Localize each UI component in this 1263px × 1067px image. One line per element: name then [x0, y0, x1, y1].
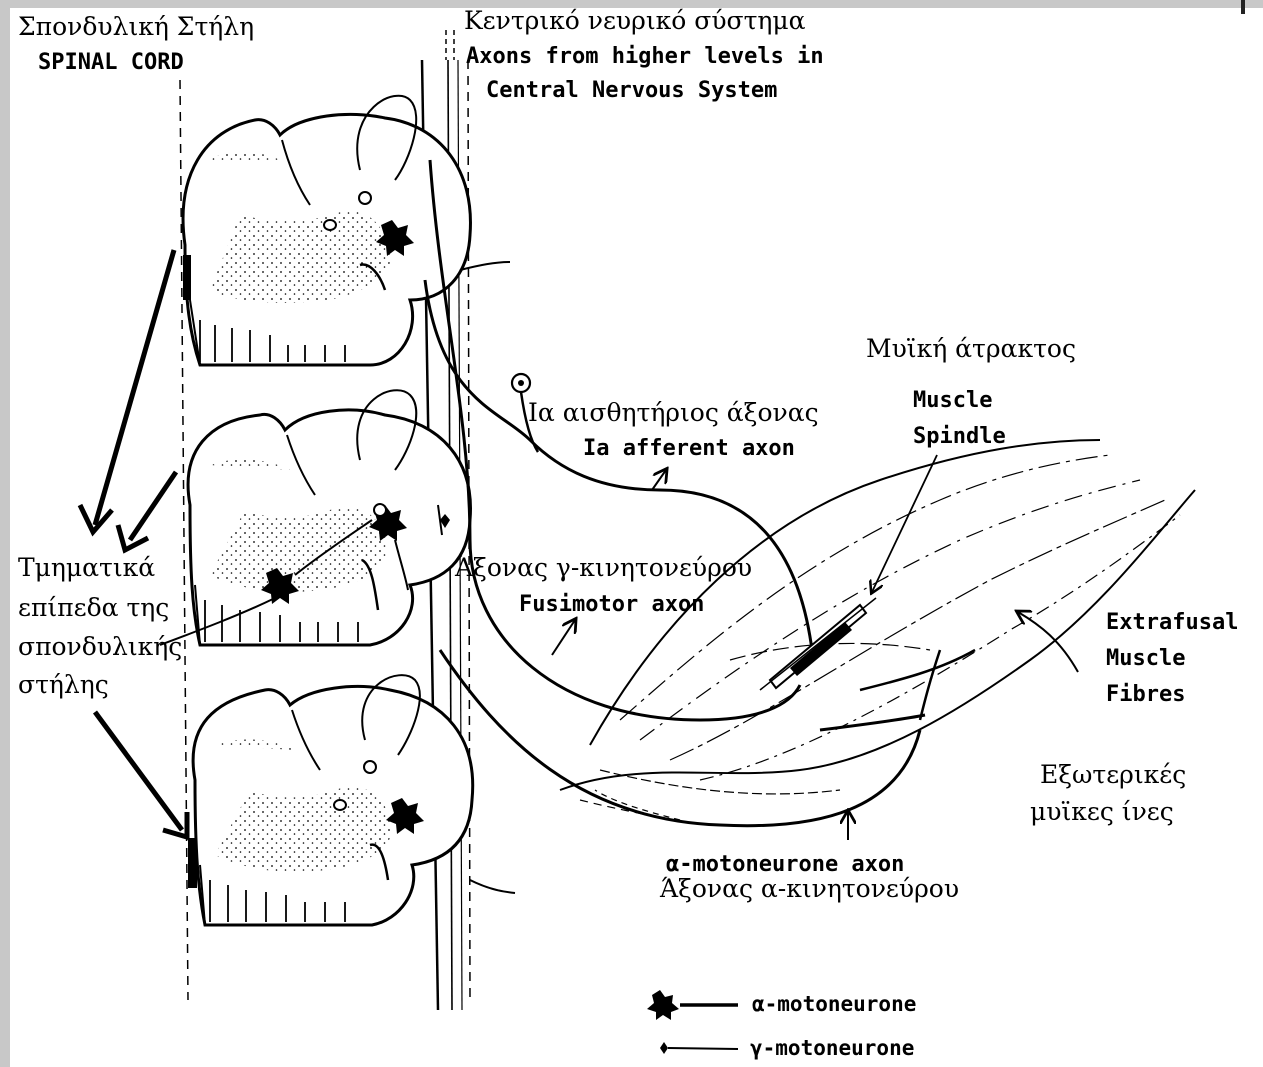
spinal-cord-label-gr: Σπονδυλική Στήλη	[18, 12, 254, 41]
extrafusal-label-en-3: Fibres	[1106, 682, 1185, 707]
spinal-cord-label-en: SPINAL CORD	[38, 50, 184, 75]
gamma-motoneurone-icon	[660, 1042, 668, 1054]
segments-label-1: Τμηματικά	[18, 553, 155, 582]
segments-label-4: στήλης	[18, 670, 109, 699]
extrafusal-label-gr-2: μυϊκες ίνες	[1030, 797, 1174, 826]
ia-label-gr: Ια αισθητήριος άξονας	[528, 398, 819, 427]
spinal-segment-3	[188, 686, 473, 925]
muscle-spindle	[760, 455, 937, 690]
alpha-axon-label-gr: Άξονας α-κινητονεύρου	[660, 874, 959, 903]
segment-arrows	[80, 250, 187, 837]
spindle-label-en-2: Spindle	[913, 424, 1006, 449]
fusimotor-label-gr: Άξονας γ-κινητονεύρου	[455, 553, 752, 582]
alpha-motoneurone-icon	[647, 990, 679, 1020]
segments-label-3: σπονδυλικής	[18, 632, 182, 661]
legend-gamma-label: γ-motoneurone	[750, 1036, 914, 1060]
alpha-motoneurone-axon	[440, 650, 920, 840]
legend-alpha-label: α-motoneurone	[752, 992, 916, 1016]
cns-label-en-1: Axons from higher levels in	[466, 44, 824, 69]
fusimotor-label-en: Fusimotor axon	[519, 592, 704, 617]
ia-label-en: Ia afferent axon	[583, 436, 795, 461]
cns-label-gr: Κεντρικό νευρικό σύστημα	[464, 6, 806, 35]
extrafusal-label-en-1: Extrafusal	[1106, 610, 1238, 635]
spinal-segment-2	[188, 410, 470, 645]
segments-label-2: επίπεδα της	[18, 593, 169, 622]
cns-label-en-2: Central Nervous System	[486, 78, 777, 103]
spindle-label-gr: Μυϊκή άτρακτος	[866, 334, 1076, 363]
extrafusal-label-gr-1: Εξωτερικές	[1040, 760, 1186, 789]
legend-glyphs	[647, 990, 738, 1054]
spindle-label-en-1: Muscle	[913, 388, 992, 413]
extrafusal-label-en-2: Muscle	[1106, 646, 1185, 671]
